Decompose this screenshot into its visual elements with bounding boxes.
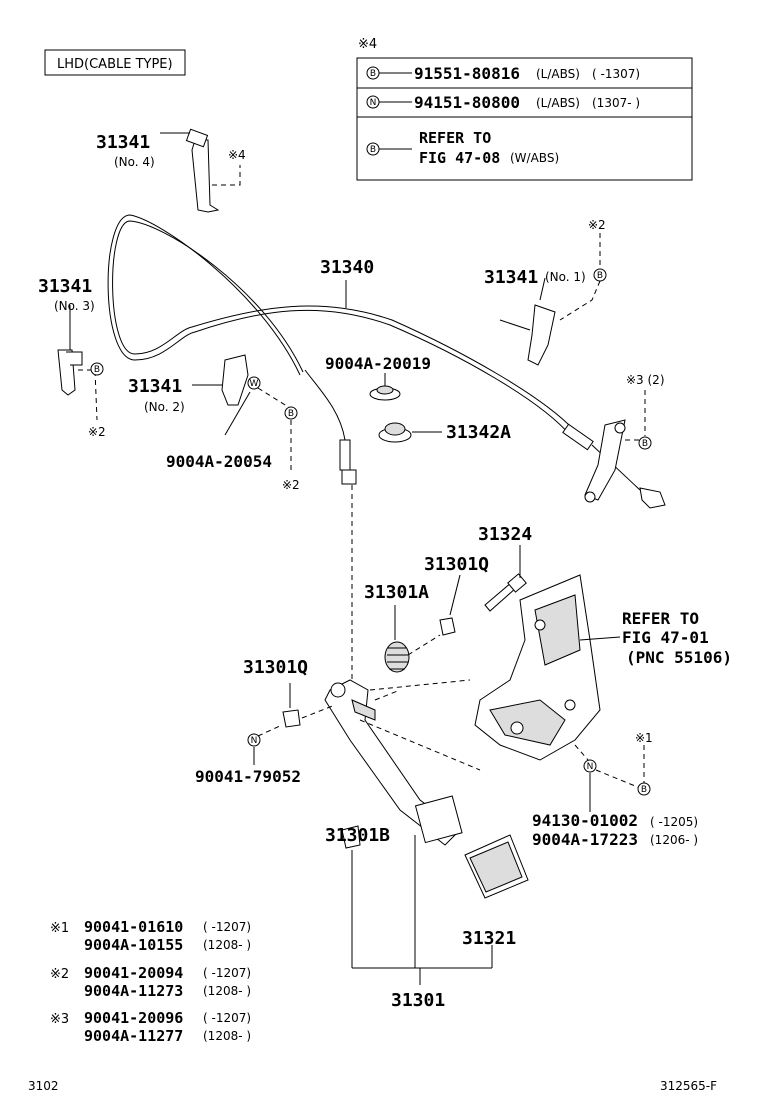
label-31301b: 31301B bbox=[325, 825, 390, 846]
svg-text:N: N bbox=[251, 736, 258, 746]
note1-a-range: ( -1207) bbox=[203, 920, 251, 934]
label-31301q-top: 31301Q bbox=[424, 554, 489, 575]
note2-b: 9004A-11273 bbox=[84, 982, 183, 1000]
clamp-31341-no3 bbox=[57, 349, 83, 396]
pedal-bracket-assembly bbox=[474, 574, 601, 761]
footer-page-number: 3102 bbox=[28, 1079, 59, 1093]
ref-row3-spec: (W/ABS) bbox=[510, 151, 559, 165]
label-31341-no4-sub: (No. 4) bbox=[114, 155, 155, 169]
label-31340: 31340 bbox=[320, 257, 374, 278]
label-9004a-17223-range: (1206- ) bbox=[650, 833, 698, 847]
label-31301: 31301 bbox=[391, 990, 445, 1011]
note2-a-range: ( -1207) bbox=[203, 966, 251, 980]
svg-text:B: B bbox=[94, 365, 100, 375]
label-star4: ※4 bbox=[228, 148, 246, 162]
label-31321: 31321 bbox=[462, 928, 516, 949]
note2-b-range: (1208- ) bbox=[203, 984, 251, 998]
ref-row1-mark: B bbox=[370, 69, 376, 79]
ref-row3-fig: FIG 47-08 bbox=[419, 149, 500, 167]
note1-a: 90041-01610 bbox=[84, 918, 183, 936]
label-94130-01002: 94130-01002 bbox=[532, 811, 638, 830]
cable-lever-bracket bbox=[584, 419, 666, 509]
label-31324: 31324 bbox=[478, 524, 532, 545]
label-31341-no1: 31341 bbox=[484, 267, 538, 288]
label-31301a: 31301A bbox=[364, 582, 429, 603]
label-94130-range: ( -1205) bbox=[650, 815, 698, 829]
note3-mark: ※3 bbox=[50, 1012, 69, 1027]
clamp-31341-no2 bbox=[221, 354, 249, 406]
pedal-pad-31321 bbox=[464, 834, 529, 899]
clamp-31341-no4 bbox=[185, 128, 220, 213]
note2-a: 90041-20094 bbox=[84, 964, 183, 982]
footnotes: ※1 90041-01610 ( -1207) 9004A-10155 (120… bbox=[50, 918, 251, 1045]
svg-text:B: B bbox=[642, 439, 648, 449]
label-31341-no2-sub: (No. 2) bbox=[144, 400, 185, 414]
label-31341-no4: 31341 bbox=[96, 132, 150, 153]
ref-row2-range: (1307- ) bbox=[592, 96, 640, 110]
label-31341-no2: 31341 bbox=[128, 376, 182, 397]
type-label: LHD(CABLE TYPE) bbox=[57, 57, 173, 72]
clamp-31341-no1 bbox=[527, 304, 556, 366]
type-label-box bbox=[44, 49, 186, 76]
svg-text:B: B bbox=[597, 271, 603, 281]
label-pnc-55106: (PNC 55106) bbox=[626, 648, 732, 667]
note3-a: 90041-20096 bbox=[84, 1009, 183, 1027]
svg-text:W: W bbox=[250, 379, 259, 389]
ref-row2-mark: N bbox=[370, 98, 377, 108]
bolt-31324 bbox=[484, 573, 527, 612]
note1-mark: ※1 bbox=[50, 921, 69, 936]
bushing-31301q-left bbox=[282, 709, 301, 728]
label-star3-2: ※3 (2) bbox=[626, 373, 665, 387]
label-31341-no1-sub: (No. 1) bbox=[545, 270, 586, 284]
bushing-31301q-top bbox=[439, 617, 456, 636]
label-31342a: 31342A bbox=[446, 422, 511, 443]
spring-31301a bbox=[384, 641, 410, 673]
ref-row1-range: ( -1307) bbox=[592, 67, 640, 81]
ref-row2-part: 94151-80800 bbox=[414, 93, 520, 112]
label-star1: ※1 bbox=[635, 731, 653, 745]
note1-b: 9004A-10155 bbox=[84, 936, 183, 954]
svg-text:N: N bbox=[587, 762, 594, 772]
label-9004a-17223: 9004A-17223 bbox=[532, 830, 638, 849]
ref-table: B 91551-80816 (L/ABS) ( -1307) N 94151-8… bbox=[356, 57, 693, 181]
label-31301q-left: 31301Q bbox=[243, 657, 308, 678]
svg-text:B: B bbox=[641, 785, 647, 795]
note3-a-range: ( -1207) bbox=[203, 1011, 251, 1025]
label-31341-no3-sub: (No. 3) bbox=[54, 299, 95, 313]
footer-diagram-code: 312565-F bbox=[660, 1079, 717, 1093]
label-star2-left: ※2 bbox=[88, 425, 106, 439]
ref-row1-spec: (L/ABS) bbox=[536, 67, 580, 81]
label-star2-mid: ※2 bbox=[282, 478, 300, 492]
ref-row2-spec: (L/ABS) bbox=[536, 96, 580, 110]
note3-b: 9004A-11277 bbox=[84, 1027, 183, 1045]
grommet-9004a-20019 bbox=[369, 385, 401, 401]
ref-row3-refer: REFER TO bbox=[419, 129, 491, 147]
note2-mark: ※2 bbox=[50, 967, 69, 982]
ref-row1-part: 91551-80816 bbox=[414, 64, 520, 83]
svg-text:B: B bbox=[288, 409, 294, 419]
label-31341-no3: 31341 bbox=[38, 276, 92, 297]
grommet-31342a bbox=[378, 422, 412, 443]
note1-b-range: (1208- ) bbox=[203, 938, 251, 952]
label-90041-79052: 90041-79052 bbox=[195, 767, 301, 786]
stopper-90041-79052 bbox=[341, 825, 361, 849]
label-fig-47-01: FIG 47-01 bbox=[622, 628, 709, 647]
clutch-pedal-arm bbox=[324, 679, 463, 846]
label-star2-top: ※2 bbox=[588, 218, 606, 232]
label-9004a-20019: 9004A-20019 bbox=[325, 354, 431, 373]
cable-31340 bbox=[107, 214, 641, 491]
ref-row3-mark: B bbox=[370, 145, 376, 155]
ref-table-title: ※4 bbox=[358, 37, 377, 52]
note3-b-range: (1208- ) bbox=[203, 1029, 251, 1043]
label-9004a-20054: 9004A-20054 bbox=[166, 452, 272, 471]
label-refer-to: REFER TO bbox=[622, 609, 699, 628]
